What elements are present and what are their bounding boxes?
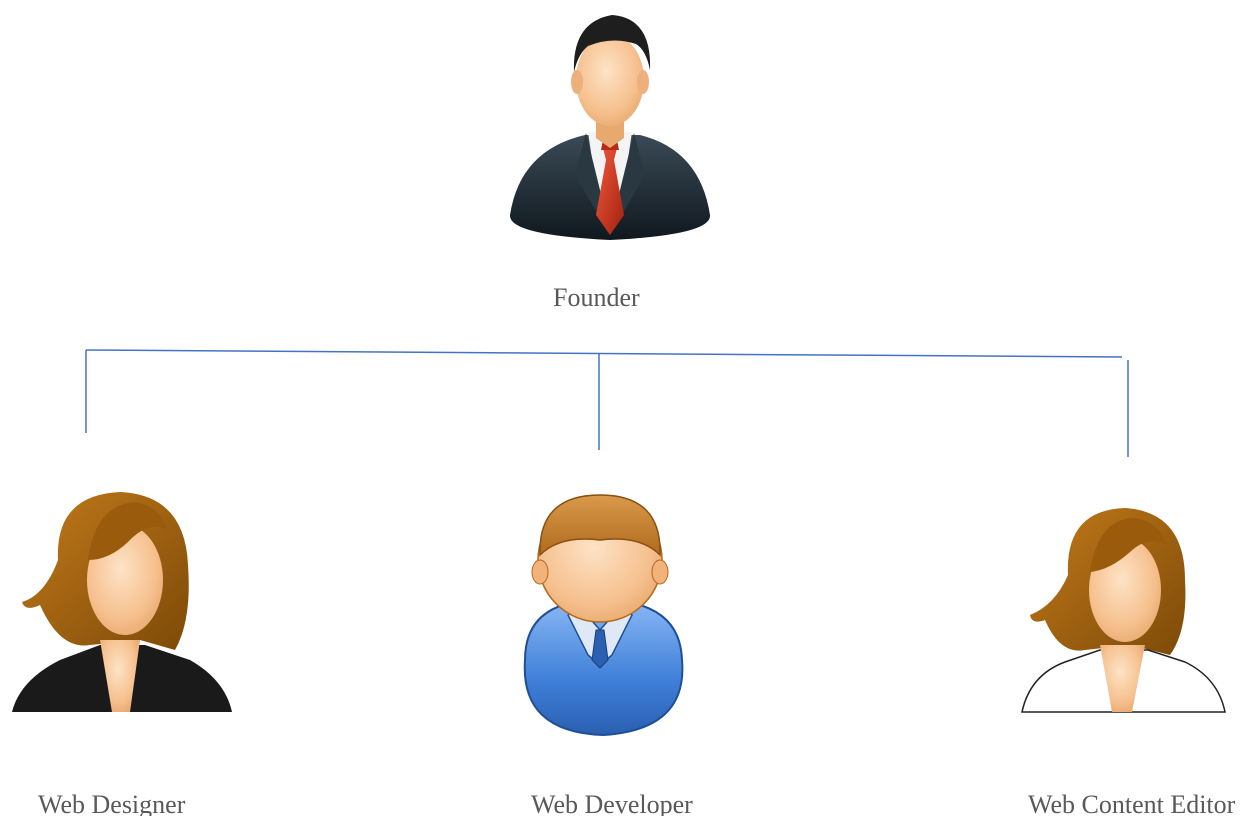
man-blue-sweater-icon	[523, 494, 684, 737]
woman-white-top-icon	[1021, 508, 1226, 713]
connector-horizontal	[85, 349, 1123, 358]
founder-label: Founder	[553, 283, 640, 312]
editor-label: Web Content Editor	[1028, 790, 1236, 816]
connector-lines	[85, 349, 1129, 457]
woman-black-top-icon	[12, 492, 232, 712]
developer-label: Web Developer	[531, 790, 693, 816]
designer-label: Web Designer	[38, 790, 186, 816]
businessman-icon	[509, 15, 711, 240]
